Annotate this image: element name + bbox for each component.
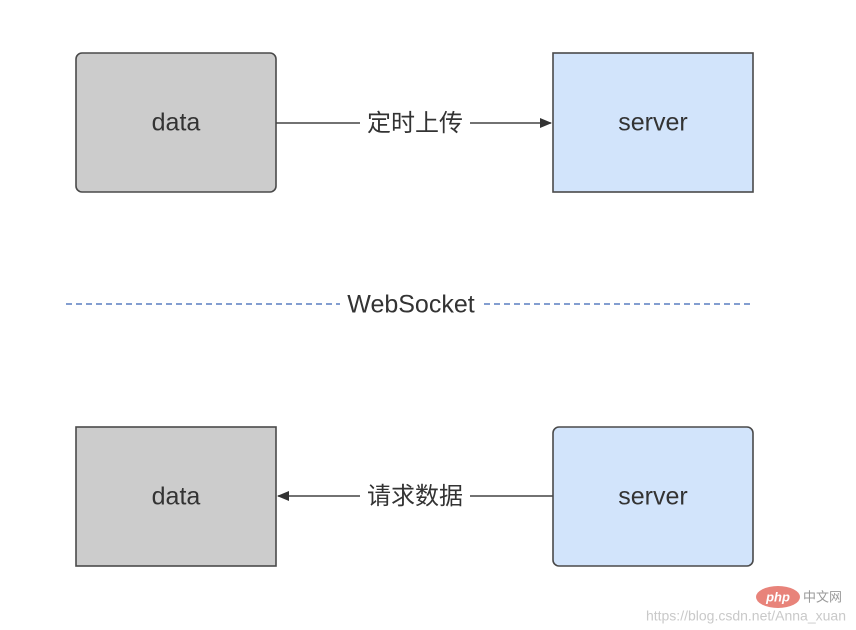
watermark: php 中文网 https://blog.csdn.net/Anna_xuan [646, 586, 846, 624]
top-server-node[interactable] [552, 52, 754, 193]
websocket-divider: WebSocket [66, 291, 754, 319]
bottom-edge-label: 请求数据 [367, 482, 463, 510]
top-edge-label: 定时上传 [367, 109, 463, 137]
top-data-node-label: data [152, 109, 201, 137]
watermark-site-cn: 中文网 [803, 591, 842, 606]
bottom-flow: data server 请求数据 [75, 426, 754, 567]
php-logo-icon [756, 586, 800, 608]
divider-label: WebSocket [347, 291, 474, 319]
watermark-logo-text: php [765, 589, 790, 604]
top-server-node-label: server [618, 109, 687, 137]
top-flow: data server 定时上传 [75, 52, 754, 193]
bottom-data-node[interactable] [75, 426, 277, 567]
watermark-url: https://blog.csdn.net/Anna_xuan [646, 608, 846, 624]
bottom-server-node-label: server [618, 483, 687, 511]
bottom-data-node-label: data [152, 483, 201, 511]
